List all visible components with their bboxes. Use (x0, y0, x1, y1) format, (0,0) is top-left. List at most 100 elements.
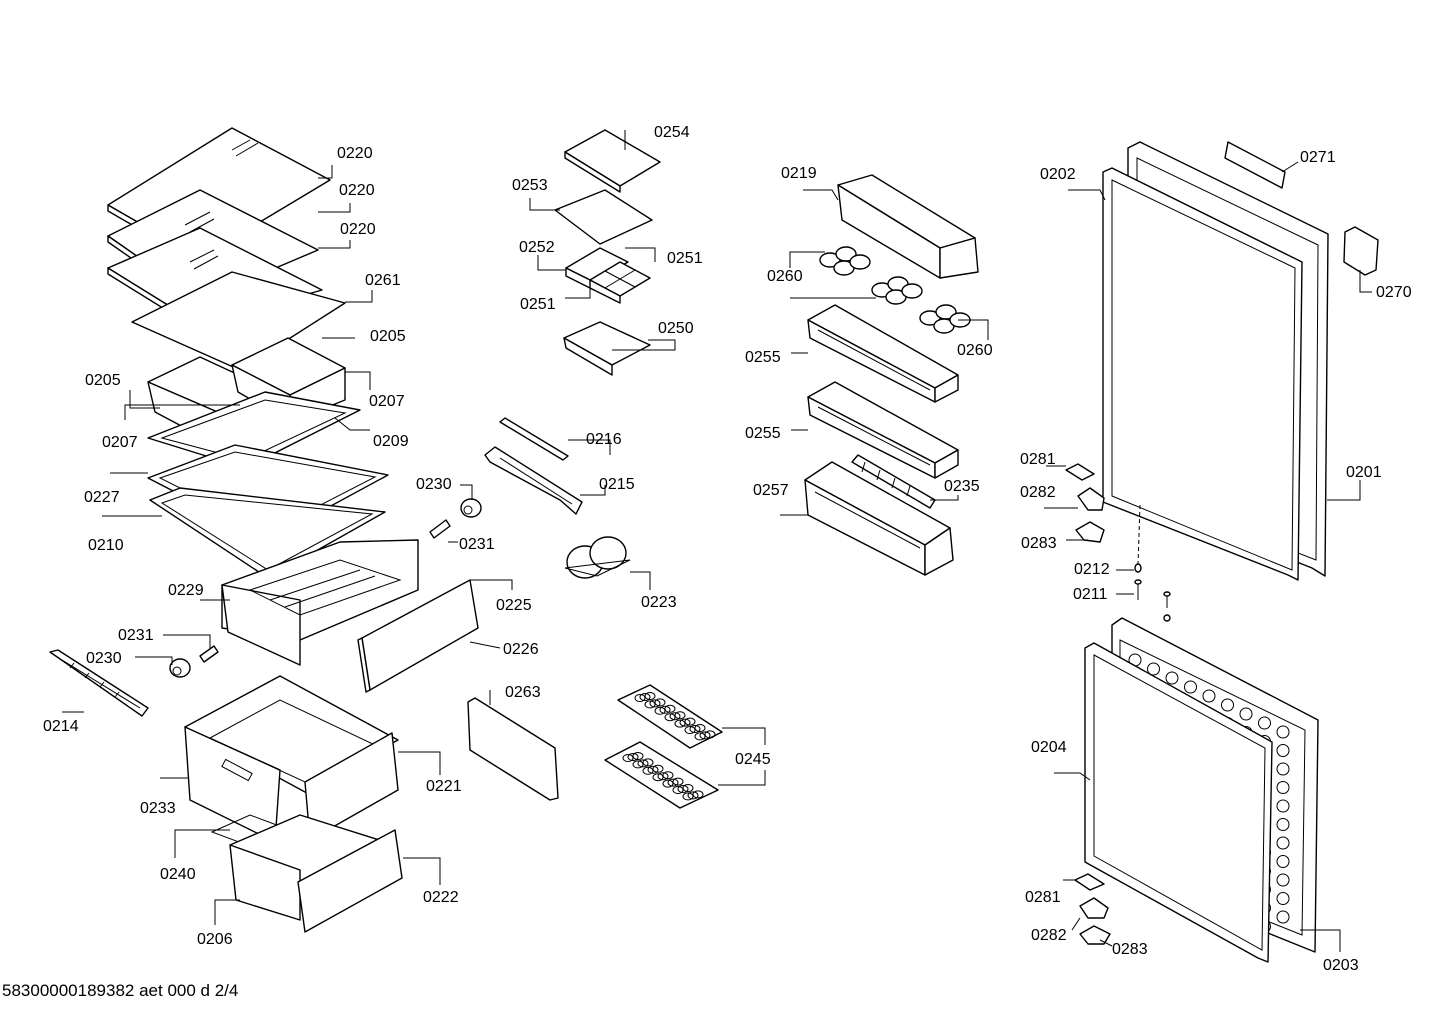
door-seal-0204 (1084, 642, 1273, 963)
label-0260: 0260 (957, 342, 993, 359)
label-0281: 0281 (1025, 889, 1061, 906)
ice-cube-cup (674, 711, 686, 720)
label-0235: 0235 (944, 478, 980, 495)
bracket-0215 (484, 446, 583, 515)
label-0229: 0229 (168, 582, 204, 599)
document-footer: 58300000189382 aet 000 d 2/4 (2, 981, 239, 1000)
ice-cube-cup (634, 694, 646, 702)
label-0205: 0205 (370, 328, 406, 345)
hinge-cap-0282-top (1077, 487, 1105, 511)
label-0205: 0205 (85, 372, 121, 389)
ice-cube-cup (694, 724, 706, 732)
door-dimple (1165, 671, 1179, 685)
egg-box-0252 (565, 247, 629, 291)
label-0204: 0204 (1031, 739, 1067, 756)
roller-0230-left (169, 658, 191, 678)
label-0261: 0261 (365, 272, 401, 289)
ice-cube-cup (662, 771, 674, 780)
hinge-cap-0282-bottom (1079, 897, 1109, 919)
drawer-front-0226 (357, 579, 479, 693)
ice-cube-cup (644, 692, 656, 700)
screw-0211-left (1134, 579, 1142, 600)
label-0214: 0214 (43, 718, 79, 735)
panel-0263 (467, 697, 559, 801)
ice-cube-cup (672, 786, 684, 794)
egg-cups-0260-top (819, 246, 871, 276)
ice-cube-cup (687, 791, 699, 800)
label-0202: 0202 (1040, 166, 1076, 183)
label-0216: 0216 (586, 431, 622, 448)
label-0240: 0240 (160, 866, 196, 883)
vegetable-drawer-0229 (221, 539, 419, 666)
egg-box-0251 (589, 261, 651, 304)
insert-plate-0253 (554, 189, 653, 245)
hinge-plate-0281-top (1065, 463, 1095, 481)
label-0250: 0250 (658, 320, 694, 337)
ice-cube-cup (644, 700, 656, 709)
door-dimple (1276, 781, 1290, 794)
label-0281: 0281 (1020, 451, 1056, 468)
egg-cups-0260-middle (871, 276, 923, 305)
ice-cube-cup (622, 754, 634, 762)
label-0282: 0282 (1020, 484, 1056, 501)
door-dimple (1239, 707, 1253, 721)
label-0231: 0231 (118, 627, 154, 644)
door-dimple (1276, 762, 1290, 776)
label-0203: 0203 (1323, 957, 1359, 974)
label-0207: 0207 (102, 434, 138, 451)
door-dimple (1202, 689, 1216, 703)
ice-cube-cup (652, 773, 664, 782)
egg-cups-0260-lower (919, 304, 971, 334)
label-0209: 0209 (373, 433, 409, 450)
freezer-drawer-0206 (229, 814, 396, 921)
label-0215: 0215 (599, 476, 635, 493)
rail-0214 (49, 649, 149, 717)
label-0230: 0230 (86, 650, 122, 667)
label-0255: 0255 (745, 425, 781, 442)
door-dimple (1276, 799, 1290, 813)
label-0252: 0252 (519, 239, 555, 256)
label-0282: 0282 (1031, 927, 1067, 944)
door-dimple (1276, 910, 1290, 924)
ice-cube-cup (664, 704, 676, 713)
holder-0223 (564, 536, 631, 579)
label-0212: 0212 (1074, 561, 1110, 578)
ice-cube-cup (647, 765, 659, 774)
ice-cube-cup (652, 764, 664, 773)
label-0245: 0245 (735, 751, 771, 768)
ice-cube-cup (704, 730, 716, 739)
module-0270 (1343, 226, 1379, 276)
label-0226: 0226 (503, 641, 539, 658)
ice-tray-0245-lower (604, 741, 719, 809)
label-0283: 0283 (1021, 535, 1057, 552)
label-0211: 0211 (1073, 586, 1108, 603)
label-0251: 0251 (667, 250, 703, 267)
ice-cube-cup (669, 712, 681, 721)
door-shelf-0255-upper (807, 304, 959, 403)
door-shelf-0255-lower (807, 381, 959, 479)
ice-cube-cup (694, 732, 706, 741)
label-0231: 0231 (459, 536, 495, 553)
tray-0250 (563, 321, 651, 376)
door-dimple (1276, 744, 1290, 757)
label-0220: 0220 (337, 145, 373, 162)
label-0201: 0201 (1346, 464, 1382, 481)
label-0270: 0270 (1376, 284, 1412, 301)
door-dimple (1221, 698, 1234, 712)
ice-cube-cup (689, 725, 701, 733)
cover-plate-0261 (131, 271, 346, 371)
ice-cube-cup (667, 778, 679, 787)
ice-cube-cup (682, 792, 694, 801)
label-0220: 0220 (339, 182, 375, 199)
door-dimple (1258, 716, 1271, 730)
drawer-front-0222 (297, 829, 403, 933)
label-0227: 0227 (84, 489, 120, 506)
ice-cube-cup (684, 717, 696, 726)
hinge-axis-line (1137, 504, 1141, 566)
label-0223: 0223 (641, 594, 677, 611)
ice-cube-cup (679, 718, 691, 727)
door-dimple (1147, 662, 1160, 676)
ice-cube-cup (642, 758, 654, 767)
